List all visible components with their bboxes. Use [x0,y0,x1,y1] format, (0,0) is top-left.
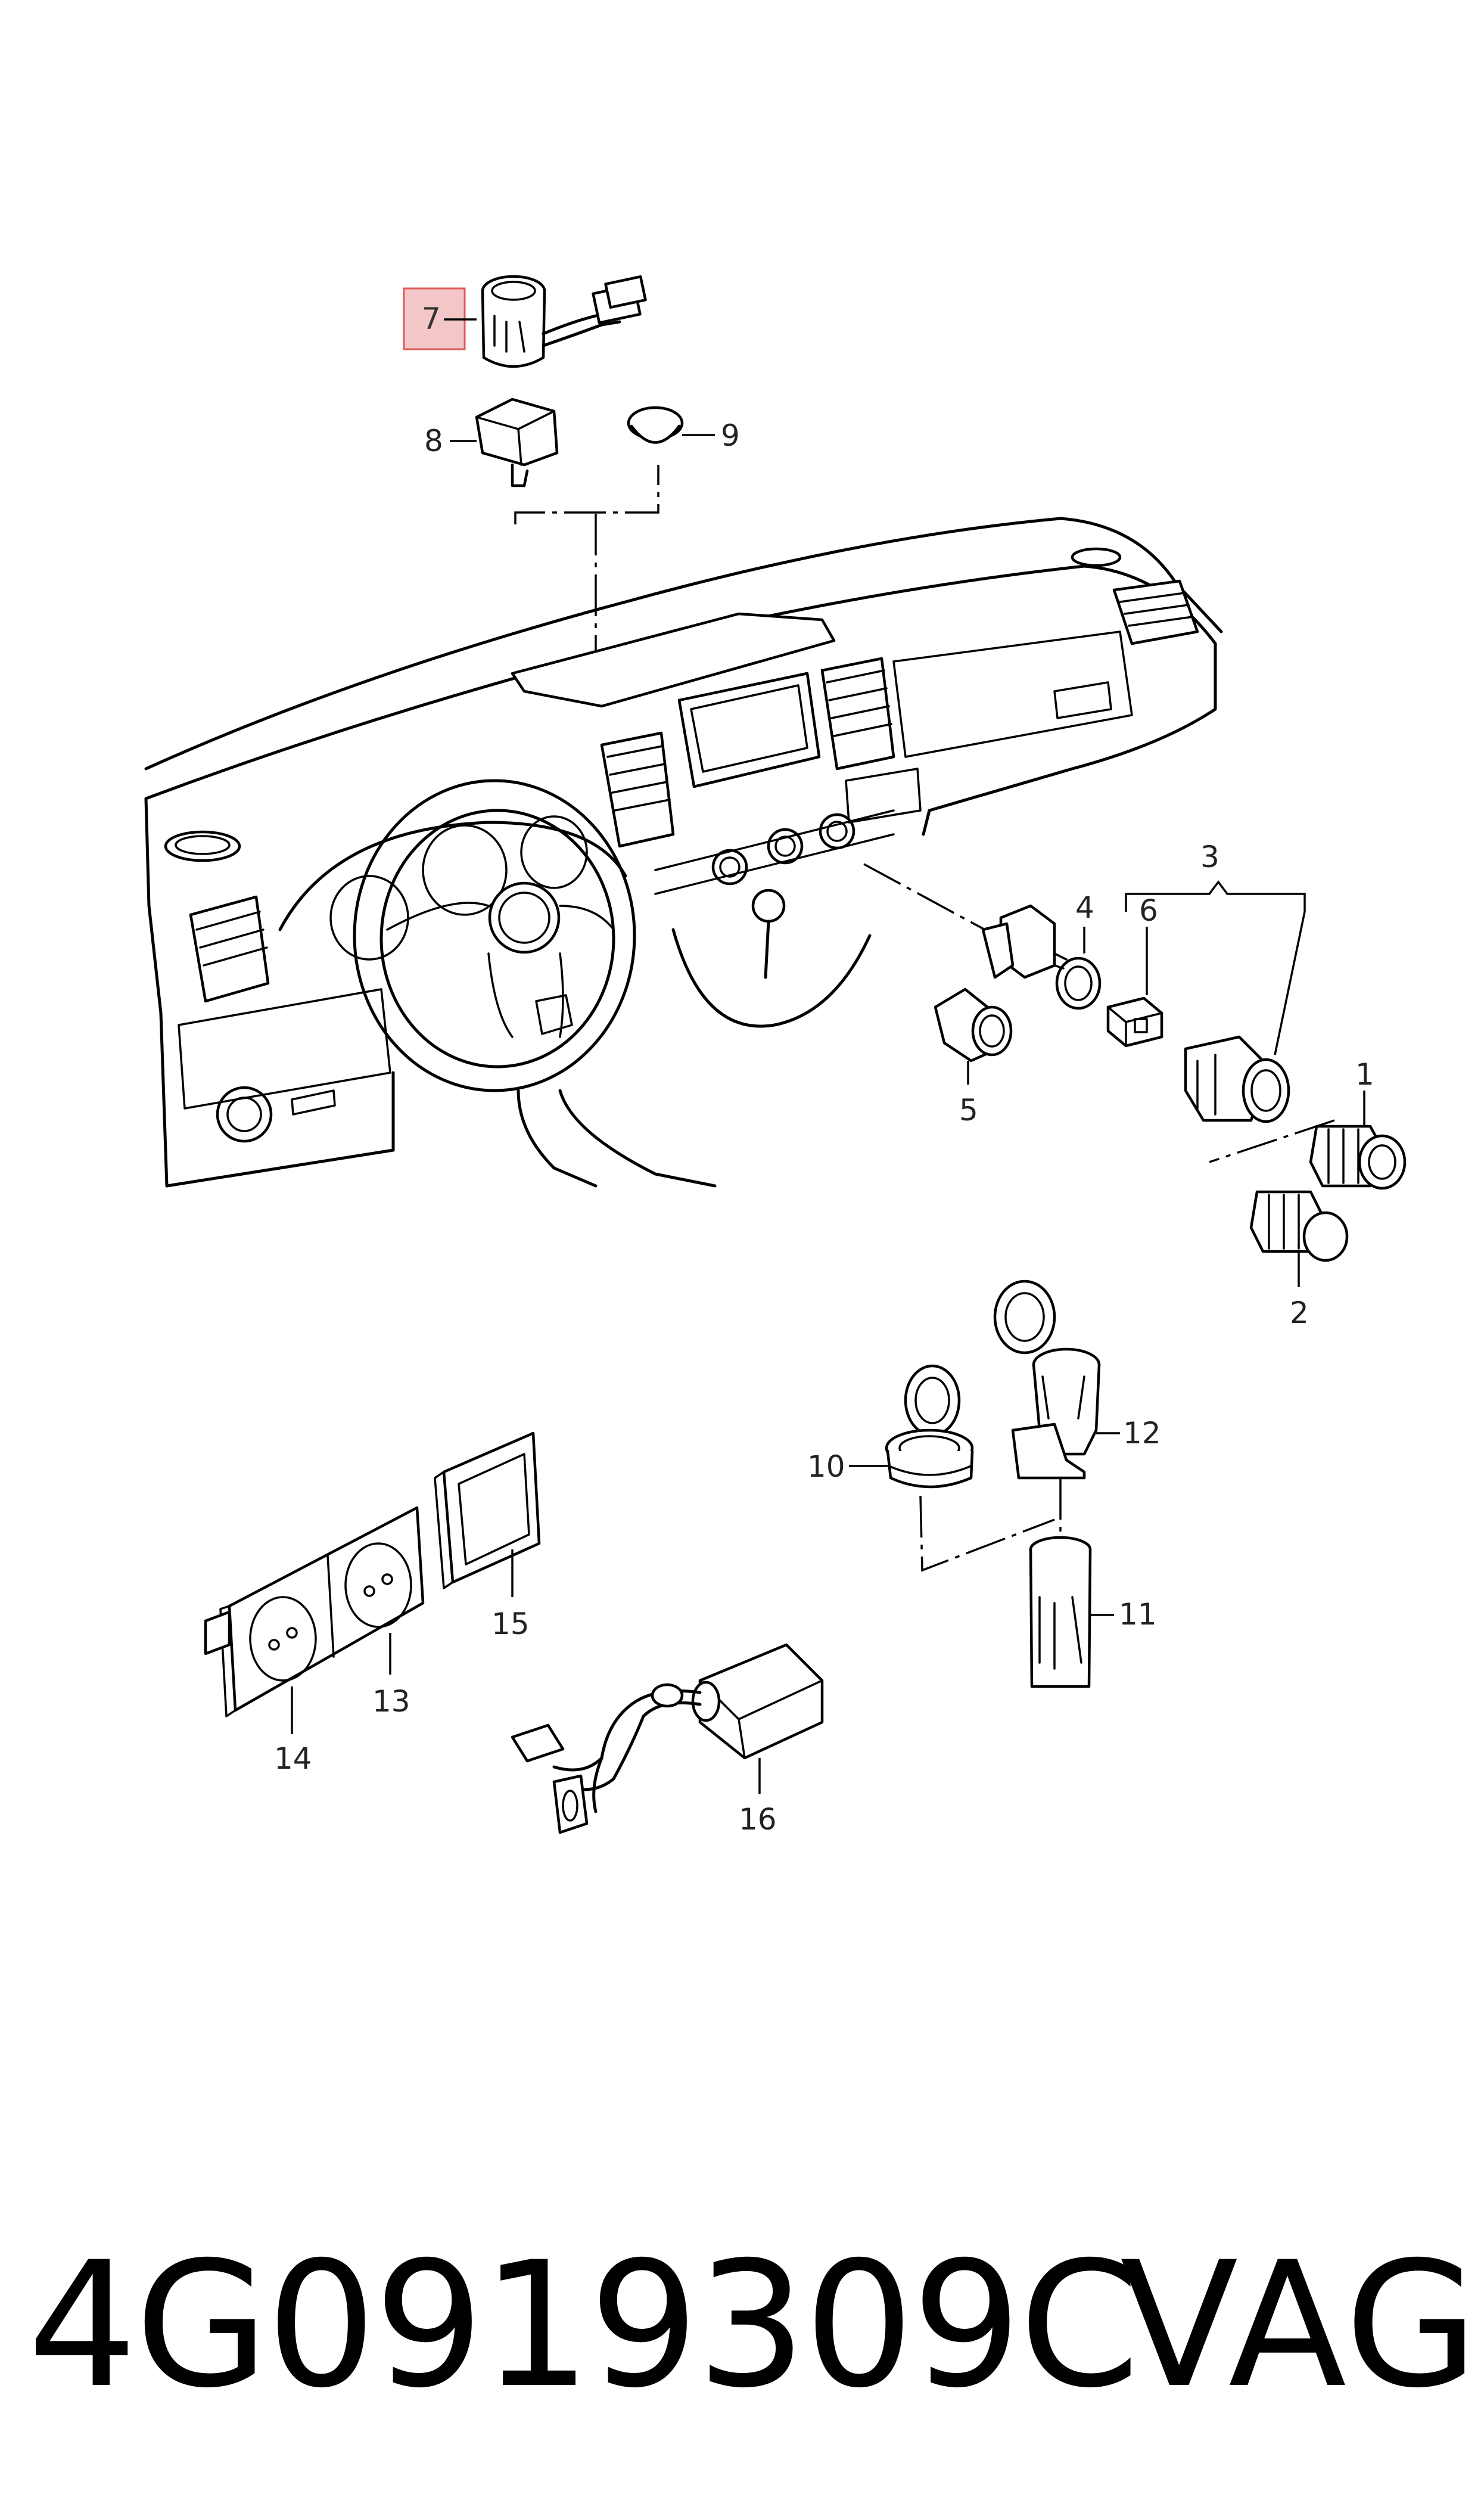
callout-14: 14 [274,1741,312,1776]
part-15-frame: 15 [434,1431,541,1641]
part-3-bracket: 3 [1125,840,1306,1055]
brand-text: VAG [1120,2225,1480,2426]
part-11-socket-body: 11 [1029,1478,1157,1688]
callout-12: 12 [1123,1416,1161,1450]
part-4-socket-housing: 4 [981,890,1102,1010]
callout-13: 13 [372,1684,410,1719]
callout-6: 6 [1139,893,1158,928]
callout-1: 1 [1355,1057,1374,1092]
callout-15: 15 [491,1607,530,1641]
part-3-socket [1184,1035,1335,1163]
part-13-14-sockets: 13 14 [204,1506,425,1776]
part-16-wiring-harness: 16 [511,1643,824,1837]
part-2-blank-plug: 2 [1249,1190,1349,1330]
callout-2: 2 [1290,1296,1309,1330]
part-1-lighter-plug: 1 [1309,1057,1407,1190]
callout-3: 3 [1200,840,1219,874]
part-number-text: 4G0919309C [27,2225,1140,2426]
dashboard-illustration [144,517,1223,1188]
part-6-connector: 6 [1106,893,1163,1048]
callout-5: 5 [959,1093,978,1128]
callout-10: 10 [807,1449,845,1484]
part-9-cap: 9 [627,406,740,453]
callout-7: 7 [422,302,441,336]
part-8-holder: 8 [424,397,559,487]
part-10-socket-with-lid: 10 [807,1364,1055,1572]
callout-4: 4 [1075,890,1094,925]
callout-8: 8 [424,424,443,458]
callout-11: 11 [1119,1597,1157,1632]
callout-16: 16 [739,1802,777,1837]
part-7-usb-socket: 7 [403,275,647,368]
part-12-socket-with-lid: 12 [993,1279,1161,1480]
part-5-socket: 5 [934,987,1013,1128]
callout-9: 9 [721,418,740,453]
